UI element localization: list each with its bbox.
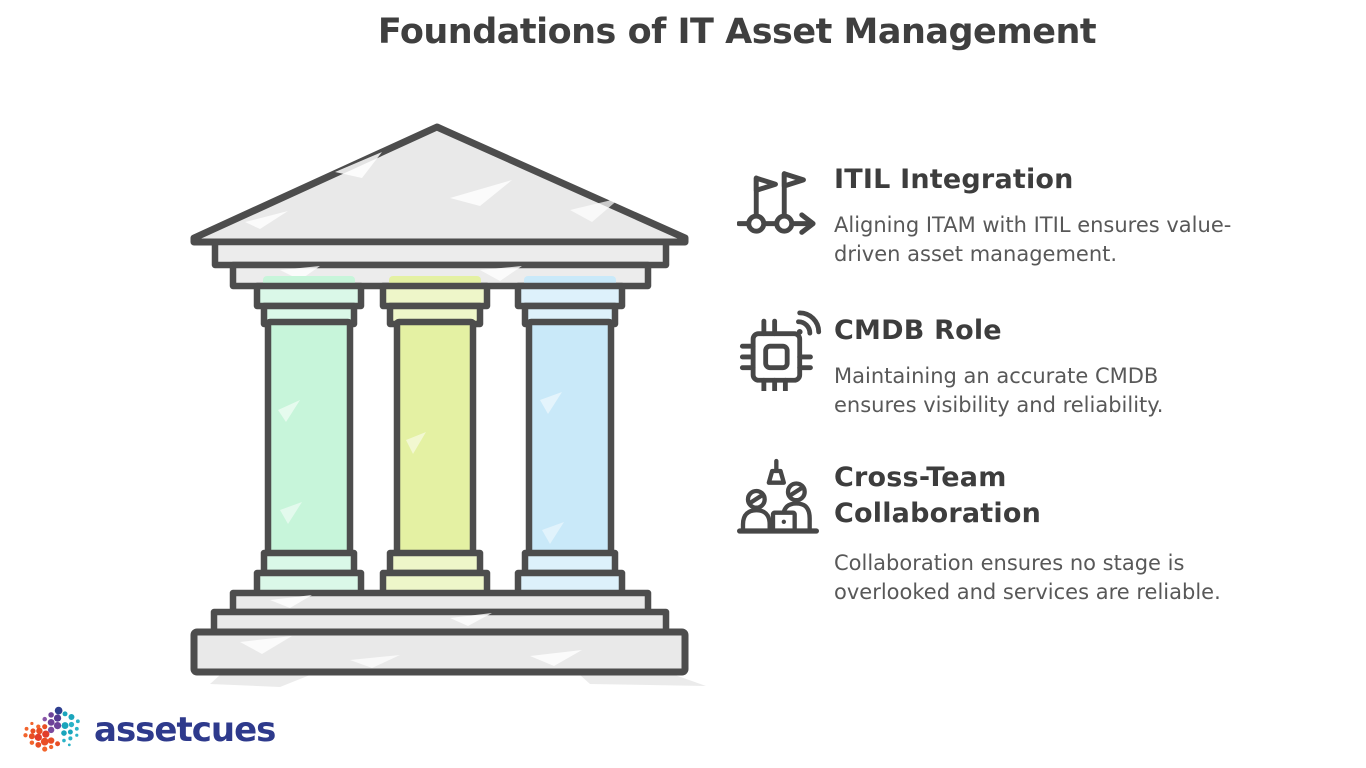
temple-illustration — [190, 123, 706, 687]
team-collaboration-icon — [737, 456, 825, 536]
pillar-middle — [379, 276, 491, 598]
feature-item-cmdb-role: CMDB Role Maintaining an accurate CMDB e… — [737, 305, 1237, 420]
milestone-flags-icon — [737, 160, 825, 240]
pediment — [190, 123, 689, 246]
feature-description: Aligning ITAM with ITIL ensures value-dr… — [834, 213, 1232, 266]
assetcues-logo-dots-icon — [23, 706, 80, 752]
pillar-right — [514, 276, 626, 598]
pillar-left — [253, 276, 365, 598]
page-title: Foundations of IT Asset Management — [377, 12, 1097, 52]
feature-item-cross-team-collaboration: Cross-Team Collaboration Collaboration e… — [737, 450, 1237, 607]
feature-description: Maintaining an accurate CMDB ensures vis… — [834, 364, 1164, 417]
feature-description: Collaboration ensures no stage is overlo… — [834, 551, 1221, 604]
feature-heading: Cross-Team Collaboration — [834, 462, 1042, 529]
feature-list: ITIL Integration Aligning ITAM with ITIL… — [737, 0, 1237, 768]
assetcues-logo: assetcues — [18, 700, 276, 764]
feature-heading: CMDB Role — [834, 315, 1002, 346]
feature-heading: ITIL Integration — [834, 164, 1074, 195]
feature-item-itil-integration: ITIL Integration Aligning ITAM with ITIL… — [737, 160, 1237, 269]
assetcues-logo-text: assetcues — [94, 710, 276, 750]
base-steps — [190, 589, 706, 687]
chip-wifi-icon — [737, 305, 825, 391]
